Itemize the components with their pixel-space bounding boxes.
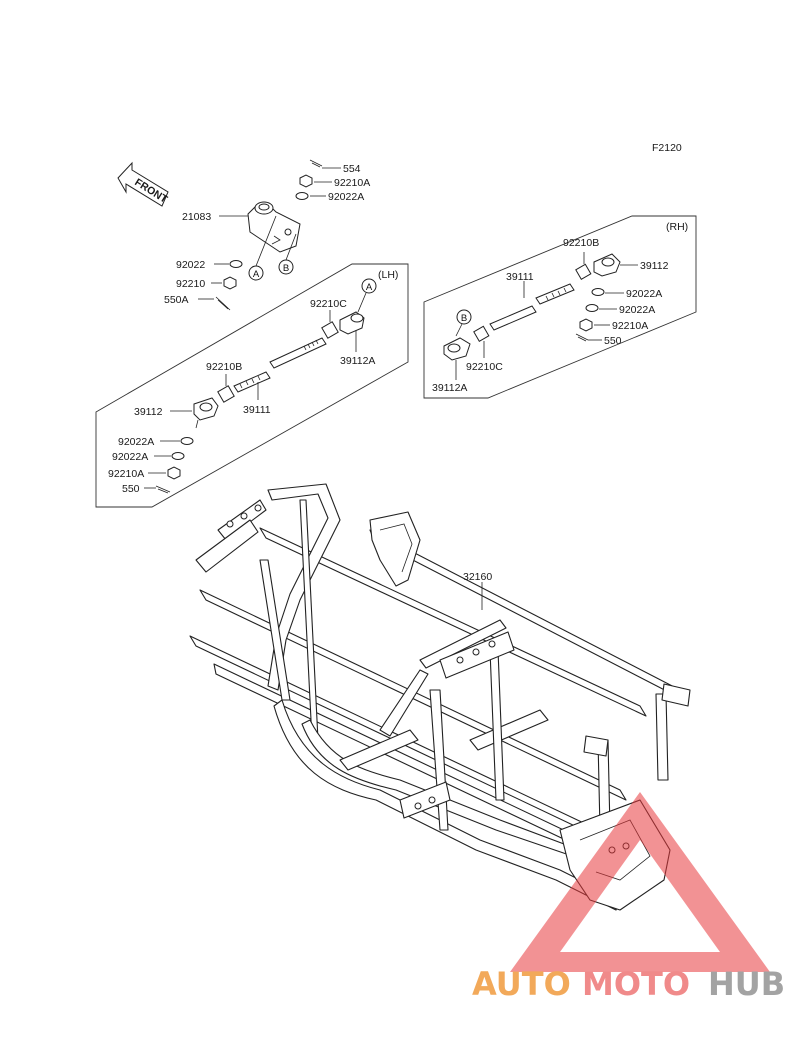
part-label-21083: 21083 bbox=[182, 211, 211, 223]
warning-triangle-icon bbox=[510, 792, 770, 972]
part-label-39111-lh: 39111 bbox=[243, 404, 271, 416]
watermark-moto: MOTO bbox=[582, 965, 690, 1003]
callout-b-rh: B bbox=[456, 309, 472, 325]
part-label-92210C-lh: 92210C bbox=[310, 298, 347, 310]
part-label-39112-rh: 39112 bbox=[640, 260, 669, 272]
figure-code: F2120 bbox=[652, 142, 682, 154]
part-label-92022: 92022 bbox=[176, 259, 205, 271]
part-label-92022A-lh-2: 92022A bbox=[112, 451, 148, 463]
group-label-lh: (LH) bbox=[378, 269, 398, 281]
part-label-92022A-lh-1: 92022A bbox=[118, 436, 154, 448]
front-arrow-icon: FRONT bbox=[117, 161, 170, 207]
steering-stem-assembly: 554 92210A 92022A 21083 A B 92022 bbox=[164, 159, 370, 311]
part-label-39112A-lh: 39112A bbox=[340, 355, 375, 367]
part-label-39112A-rh: 39112A bbox=[432, 382, 467, 394]
svg-text:A: A bbox=[366, 282, 373, 293]
part-label-550A: 550A bbox=[164, 294, 189, 306]
part-label-92022A-rh-1: 92022A bbox=[626, 288, 662, 300]
tie-rod-lh-group: (LH) A 39112A 92210C 39111 92210B 39112 bbox=[95, 263, 409, 508]
callout-b-top: B bbox=[278, 259, 294, 275]
svg-text:B: B bbox=[283, 263, 289, 274]
callout-a-top: A bbox=[248, 265, 264, 281]
part-label-92210A-lh: 92210A bbox=[108, 468, 144, 480]
callout-a-lh: A bbox=[361, 278, 377, 294]
part-label-92210: 92210 bbox=[176, 278, 205, 290]
svg-text:A: A bbox=[253, 269, 260, 280]
part-label-92210A-rh: 92210A bbox=[612, 320, 648, 332]
part-label-92210C-rh: 92210C bbox=[466, 361, 503, 373]
part-label-92210A-top: 92210A bbox=[334, 177, 370, 189]
part-label-92210B-rh: 92210B bbox=[563, 237, 599, 249]
group-label-rh: (RH) bbox=[666, 221, 688, 233]
svg-text:B: B bbox=[461, 313, 467, 324]
part-label-39112-lh: 39112 bbox=[134, 406, 163, 418]
part-label-550-rh: 550 bbox=[604, 335, 622, 347]
watermark-text: AUTO MOTO HUB bbox=[472, 965, 785, 1003]
part-label-554: 554 bbox=[343, 163, 361, 175]
part-label-92210B-lh: 92210B bbox=[206, 361, 242, 373]
part-label-92022A-top: 92022A bbox=[328, 191, 364, 203]
watermark-hub: HUB bbox=[708, 965, 785, 1003]
part-label-39111-rh: 39111 bbox=[506, 271, 534, 283]
part-label-550-lh: 550 bbox=[122, 483, 140, 495]
tie-rod-rh-group: (RH) 92210B 39112 92022A 92022A 92210A 5… bbox=[423, 215, 697, 399]
chassis-frame: 32160 bbox=[189, 483, 691, 911]
watermark-auto: AUTO bbox=[472, 965, 571, 1003]
automotohub-watermark bbox=[510, 792, 770, 972]
part-label-92022A-rh-2: 92022A bbox=[619, 304, 655, 316]
part-label-32160: 32160 bbox=[463, 571, 492, 583]
